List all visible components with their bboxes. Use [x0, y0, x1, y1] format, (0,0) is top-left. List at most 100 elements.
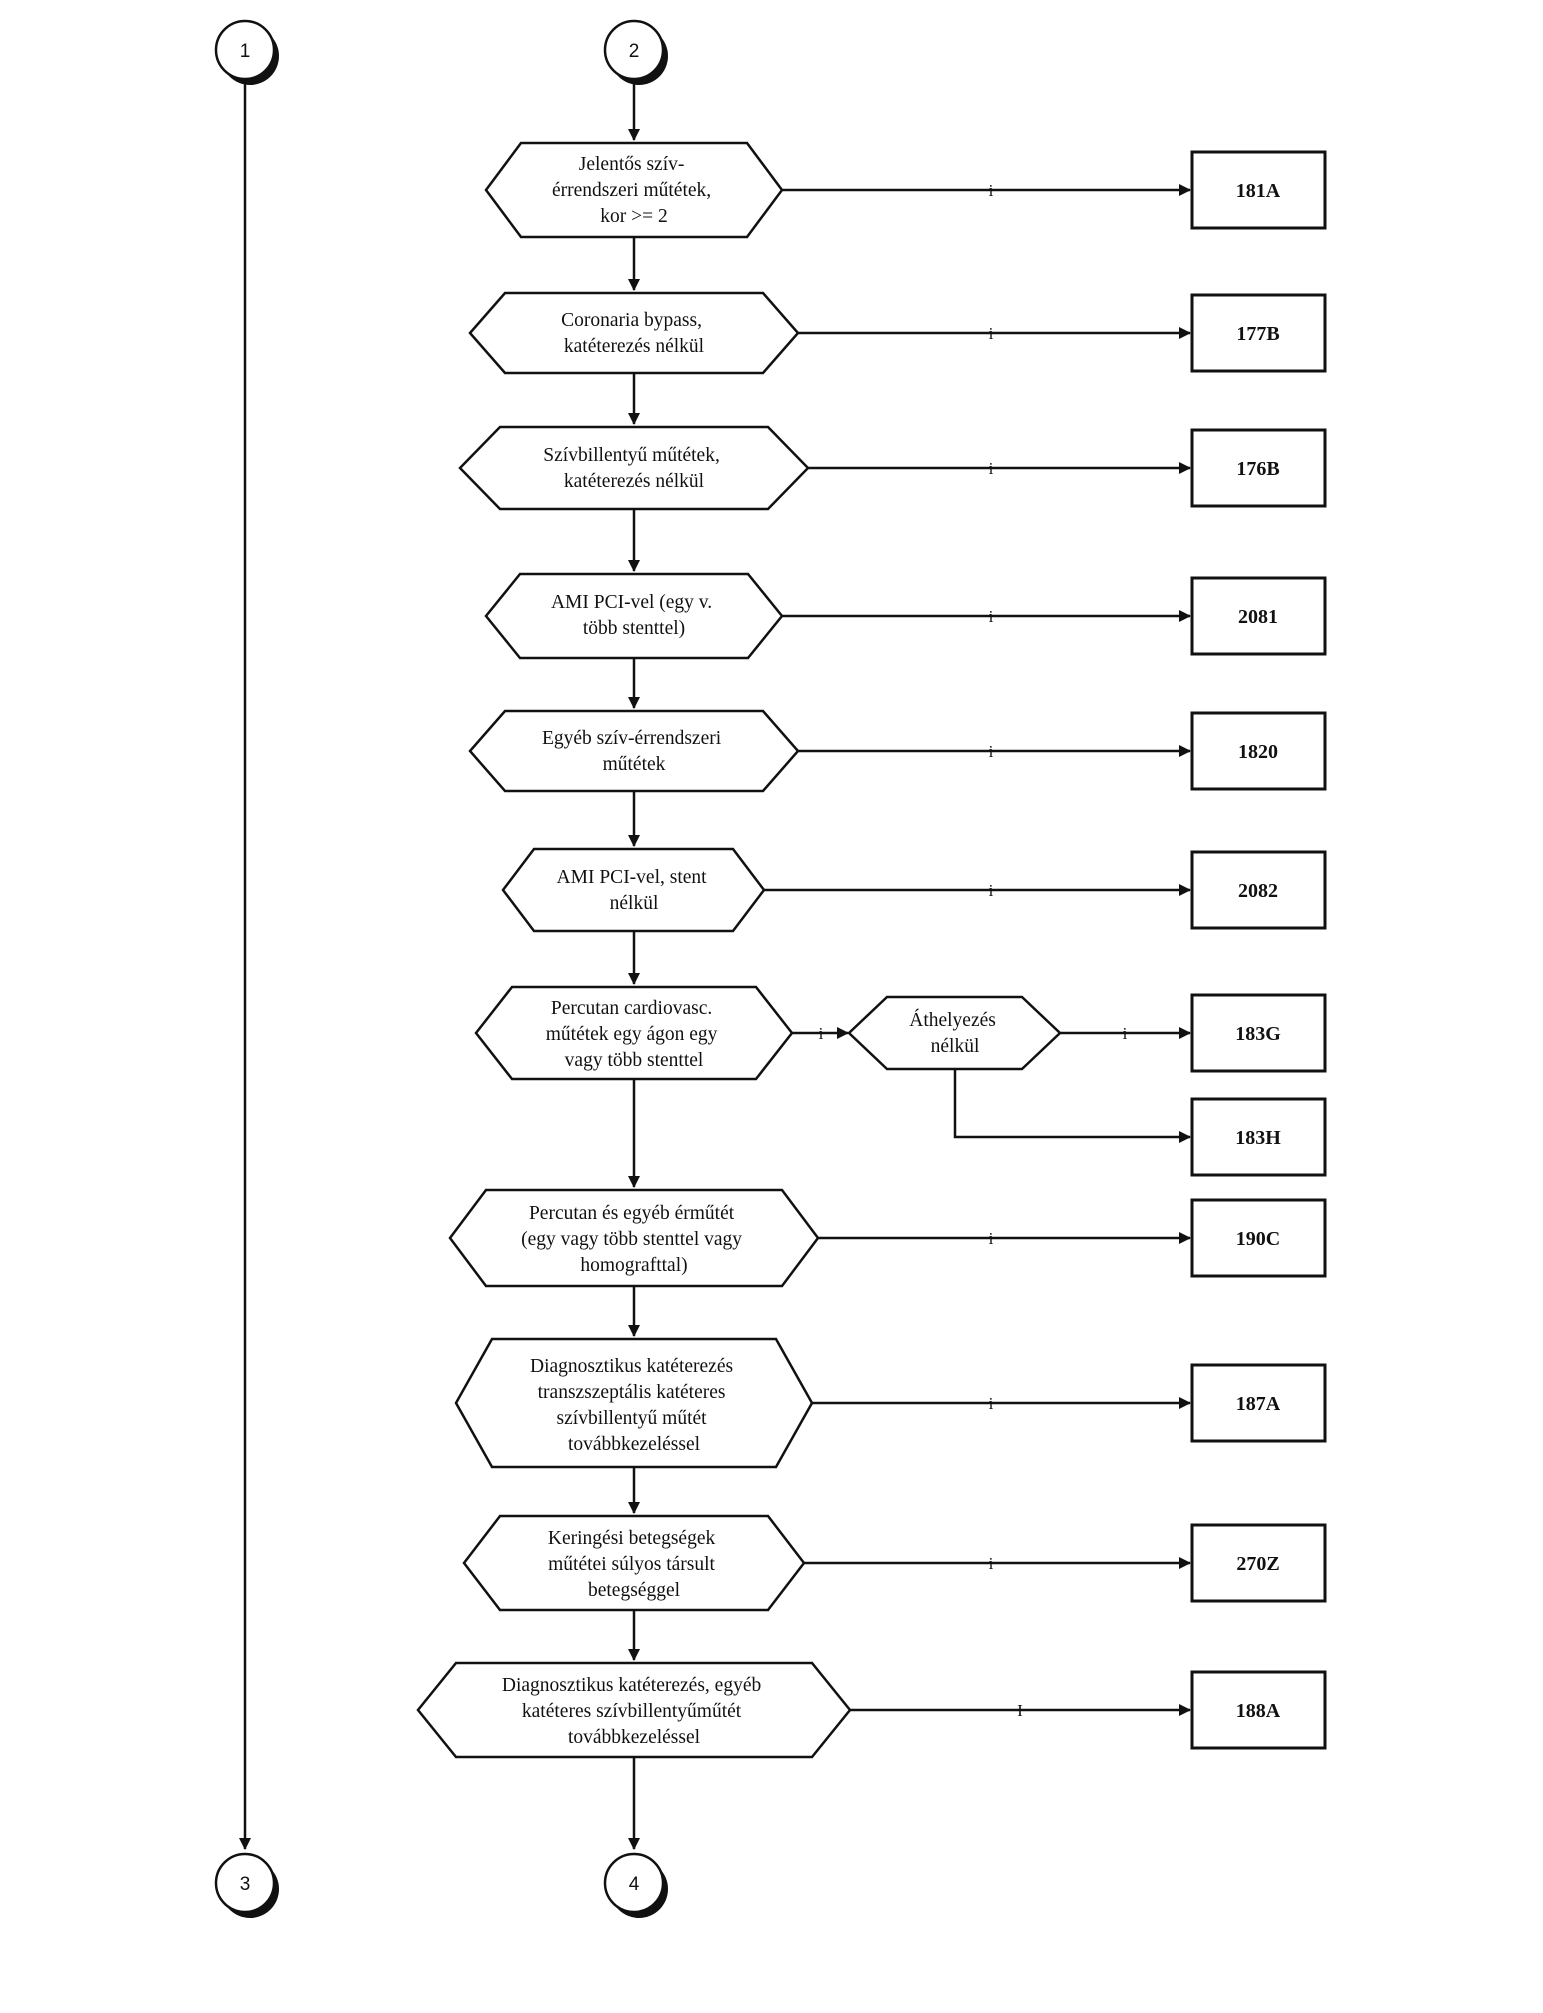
decision-d3: Szívbillentyű műtétek, katéterezés nélkü…: [460, 427, 808, 509]
label-text: szívbillentyű műtét: [557, 1408, 708, 1429]
label-text: műtétek: [603, 754, 666, 775]
label-text: Percutan cardiovasc.: [551, 998, 712, 1019]
connector-4: 4: [605, 1854, 668, 1918]
label-text: 177B: [1236, 323, 1279, 345]
target-box-187A: 187A: [1192, 1365, 1325, 1441]
target-box-183G: 183G: [1192, 995, 1325, 1071]
label-text: 270Z: [1236, 1553, 1279, 1575]
decision-hexagon: [486, 143, 782, 237]
decision-d7: Percutan cardiovasc. műtétek egy ágon eg…: [476, 987, 792, 1079]
label-text: műtétei súlyos társult: [548, 1554, 715, 1575]
decision-hexagon: [450, 1190, 818, 1286]
edge-label: i: [989, 881, 994, 900]
decision-hexagon: [418, 1663, 850, 1757]
label-text: Áthelyezés: [909, 1009, 996, 1031]
label-text: homografttal): [580, 1255, 687, 1276]
edge-label: I: [1017, 1701, 1023, 1720]
decision-d7b: Áthelyezés nélkül: [849, 997, 1060, 1069]
label-text: továbbkezeléssel: [568, 1727, 701, 1748]
decision-d11: Diagnosztikus katéterezés, egyéb katéter…: [418, 1663, 850, 1757]
label-text: több stenttel): [583, 618, 685, 639]
label-text: nélkül: [931, 1036, 980, 1057]
target-box-1820: 1820: [1192, 713, 1325, 789]
label-text: Keringési betegségek: [548, 1528, 716, 1549]
label-text: 188A: [1236, 1700, 1281, 1722]
label-text: Szívbillentyű műtétek, katéterezés nélkü…: [543, 445, 724, 492]
label-text: katéteres szívbillentyűműtét: [522, 1701, 742, 1722]
decision-d5: Egyéb szív-érrendszeri műtétek: [470, 711, 798, 791]
label-text: műtétek egy ágon egy: [546, 1024, 718, 1045]
label-text: nélkül: [610, 893, 659, 914]
label-text: Diagnosztikus katéterezés transzszeptáli…: [530, 1356, 738, 1455]
target-box-2082: 2082: [1192, 852, 1325, 928]
label-text: Percutan és egyéb érműtét (egy vagy több…: [521, 1203, 747, 1276]
label-text: Coronaria bypass,: [561, 310, 702, 331]
label-text: 2082: [1238, 880, 1278, 902]
target-box-2081: 2081: [1192, 578, 1325, 654]
edge-label: i: [989, 1554, 994, 1573]
label-text: 183H: [1235, 1127, 1281, 1149]
target-box-176B: 176B: [1192, 430, 1325, 506]
label-text: Diagnosztikus katéterezés, egyéb katéter…: [502, 1675, 766, 1748]
decision-d1: Jelentős szív- érrendszeri műtétek, kor …: [486, 143, 782, 237]
connector-4-label: 4: [629, 1874, 640, 1895]
label-text: Jelentős szív- érrendszeri műtétek, kor …: [552, 154, 716, 227]
label-text: Diagnosztikus katéterezés: [530, 1356, 733, 1377]
label-text: 1820: [1238, 741, 1278, 763]
target-box-188A: 188A: [1192, 1672, 1325, 1748]
connector-1-label: 1: [240, 41, 251, 62]
connector-3-label: 3: [240, 1874, 251, 1895]
decision-d10: Keringési betegségek műtétei súlyos társ…: [464, 1516, 804, 1610]
label-text: Percutan és egyéb érműtét: [529, 1203, 735, 1224]
decision-d4: AMI PCI-vel (egy v. több stenttel): [486, 574, 782, 658]
decision-hexagon: [503, 849, 764, 931]
edge-label: i: [989, 1394, 994, 1413]
label-text: 2081: [1238, 606, 1278, 628]
decision-hexagon: [460, 427, 808, 509]
label-text: betegséggel: [588, 1580, 681, 1601]
edge-label: i: [989, 742, 994, 761]
no-edge-d7b: [955, 1069, 1191, 1143]
target-box-181A: 181A: [1192, 152, 1325, 228]
target-box-270Z: 270Z: [1192, 1525, 1325, 1601]
decision-hexagon: [456, 1339, 812, 1467]
label-text: Diagnosztikus katéterezés, egyéb: [502, 1675, 761, 1696]
decision-d8: Percutan és egyéb érműtét (egy vagy több…: [450, 1190, 818, 1286]
decision-hexagon: [486, 574, 782, 658]
label-text: Percutan cardiovasc. műtétek egy ágon eg…: [546, 998, 723, 1071]
connector-1: 1: [216, 21, 279, 85]
connector-3: 3: [216, 1854, 279, 1918]
label-text: Egyéb szív-érrendszeri: [542, 728, 722, 749]
target-box-190C: 190C: [1192, 1200, 1325, 1276]
edge-label: i: [989, 1229, 994, 1248]
label-text: 190C: [1236, 1228, 1280, 1250]
label-text: továbbkezeléssel: [568, 1434, 701, 1455]
label-text: transzszeptális katéteres: [538, 1382, 726, 1403]
label-text: AMI PCI-vel, stent: [557, 867, 708, 888]
label-text: Coronaria bypass, katéterezés nélkül: [561, 310, 707, 357]
label-text: 176B: [1236, 458, 1279, 480]
label-text: katéterezés nélkül: [564, 336, 705, 357]
label-text: kor >= 2: [600, 206, 668, 227]
label-text: AMI PCI-vel, stent nélkül: [557, 867, 712, 914]
target-box-183H: 183H: [1192, 1099, 1325, 1175]
label-text: 187A: [1236, 1393, 1281, 1415]
edge-label: i: [989, 459, 994, 478]
decision-hexagon: [470, 711, 798, 791]
connector-2-label: 2: [629, 41, 640, 62]
label-text: Keringési betegségek műtétei súlyos társ…: [548, 1528, 720, 1601]
label-text: AMI PCI-vel (egy v.: [551, 592, 712, 613]
label-text: vagy több stenttel: [565, 1050, 704, 1071]
edge-label: i: [1123, 1024, 1128, 1043]
edge-label: i: [989, 324, 994, 343]
label-text: Szívbillentyű műtétek,: [543, 445, 720, 466]
connector-2: 2: [605, 21, 668, 85]
edge-label: i: [819, 1024, 824, 1043]
decision-d6: AMI PCI-vel, stent nélkül: [503, 849, 764, 931]
decision-hexagon: [464, 1516, 804, 1610]
label-text: (egy vagy több stenttel vagy: [521, 1229, 742, 1250]
decision-hexagon: [470, 293, 798, 373]
label-text: érrendszeri műtétek,: [552, 180, 711, 201]
edge-label: i: [989, 181, 994, 200]
